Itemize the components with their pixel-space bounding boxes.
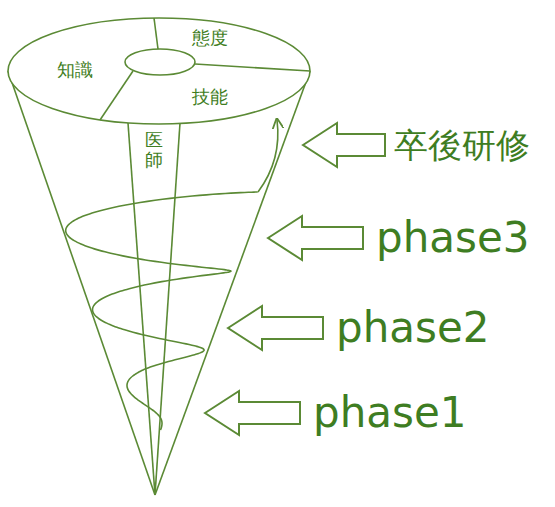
phase-label: phase2	[336, 307, 489, 349]
sector-label: 技能	[192, 88, 228, 106]
spiral	[66, 192, 258, 430]
stage-label: 卒後研修	[394, 128, 530, 162]
spiral-arrow	[258, 120, 278, 192]
hollow-arrow	[268, 216, 363, 260]
phase-label: phase1	[313, 392, 466, 434]
sector-divider	[154, 18, 158, 49]
sector-label: 態度	[192, 29, 228, 47]
sector-divider	[195, 64, 310, 71]
hollow-arrow	[205, 391, 300, 435]
cone-side	[155, 71, 310, 495]
column-label: 医師	[145, 130, 163, 170]
cone-side	[8, 71, 155, 495]
column-line	[128, 123, 155, 495]
hollow-arrow	[228, 306, 323, 350]
inner-ellipse	[125, 49, 195, 75]
hollow-arrow	[303, 123, 385, 167]
sector-label: 知識	[57, 61, 93, 79]
sector-divider	[100, 71, 133, 120]
phase-label: phase3	[376, 217, 529, 259]
cone-top	[8, 18, 310, 124]
column-line	[155, 123, 180, 495]
